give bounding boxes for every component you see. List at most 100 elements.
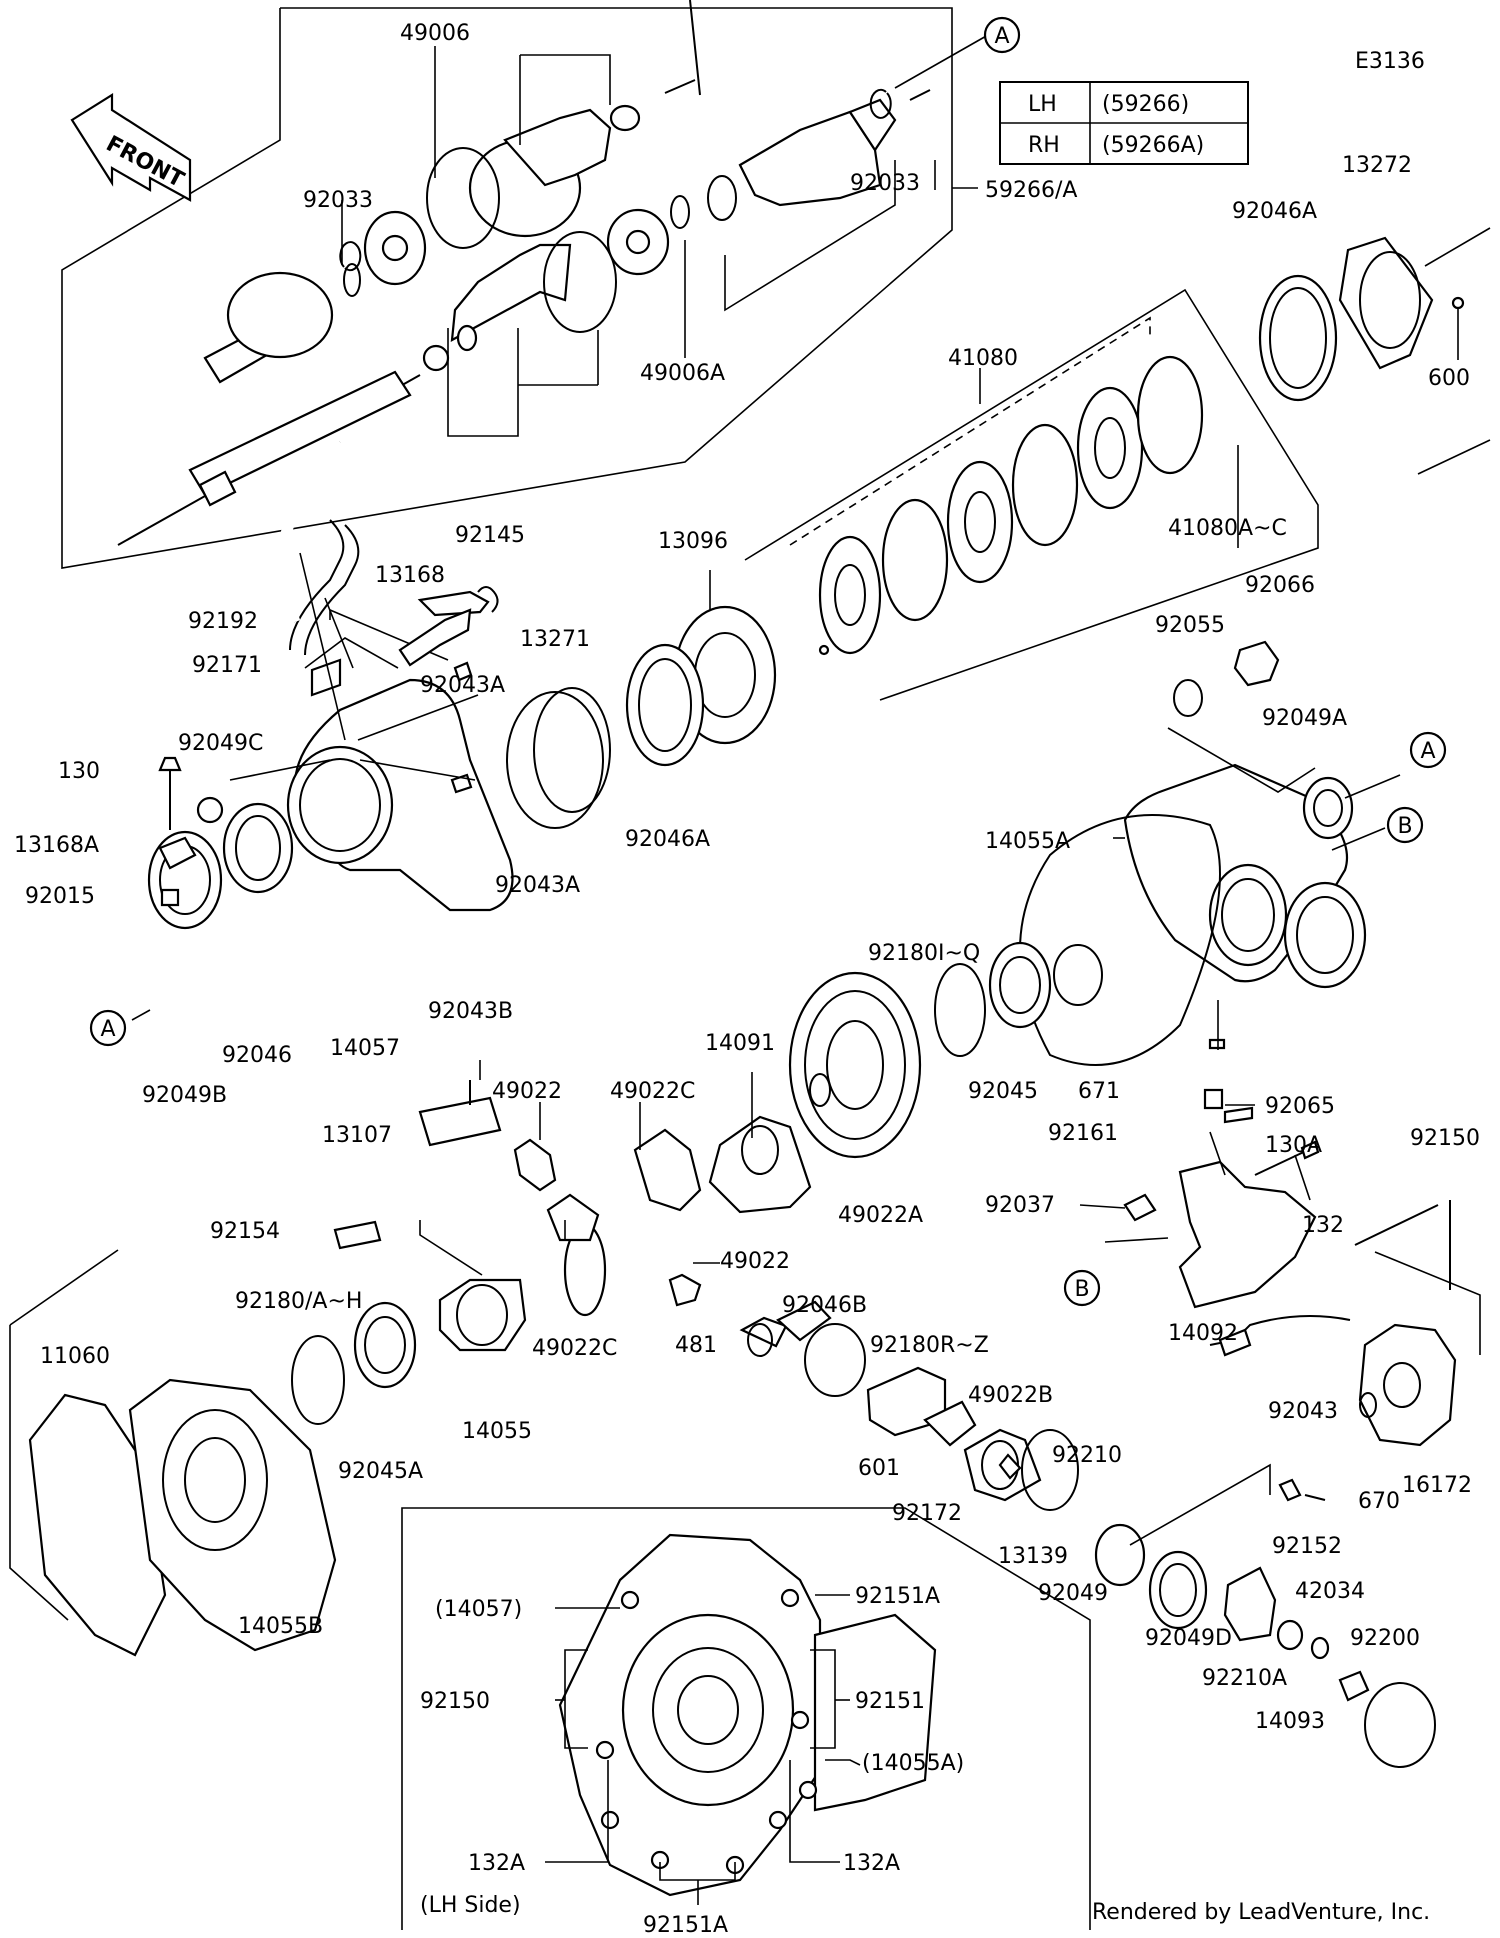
part-label: 49022 <box>492 1079 562 1104</box>
part-label: 92172 <box>892 1501 962 1526</box>
part-label: 59266/A <box>985 178 1077 203</box>
part-label: 481 <box>675 1333 717 1358</box>
variant-table-lh-side: LH <box>1028 92 1057 117</box>
part-label: 92043B <box>428 999 513 1024</box>
callout-a-right: A <box>1420 739 1435 764</box>
lh-side-view-frame <box>401 1507 1091 1930</box>
part-label: 92065 <box>1265 1094 1335 1119</box>
part-label: 92037 <box>985 1193 1055 1218</box>
part-label: 13139 <box>998 1544 1068 1569</box>
part-label: 92161 <box>1048 1121 1118 1146</box>
part-label: 92192 <box>188 609 258 634</box>
part-label: 92171 <box>192 653 262 678</box>
axle-leaders <box>341 34 989 437</box>
axle-group-frame <box>61 7 978 569</box>
callout-b-bracket: B <box>1074 1277 1089 1302</box>
part-label: 92151A <box>855 1584 940 1609</box>
variant-table-rh-side: RH <box>1028 133 1060 158</box>
part-label: 92210A <box>1202 1666 1287 1691</box>
actuator-16172 <box>1209 1200 1481 1447</box>
part-label: 601 <box>858 1456 900 1481</box>
part-label: 13168 <box>375 563 445 588</box>
part-label: 92045 <box>968 1079 1038 1104</box>
right-housing-group <box>1019 640 1401 1110</box>
part-label: 92145 <box>455 523 525 548</box>
part-label: 13168A <box>14 833 99 858</box>
part-label: 92049A <box>1262 706 1347 731</box>
part-label: 130A <box>1265 1133 1322 1158</box>
part-label: 49022B <box>968 1383 1053 1408</box>
part-label: 92049 <box>1038 1581 1108 1606</box>
part-label: 92046A <box>1232 199 1317 224</box>
part-label: 130 <box>58 759 100 784</box>
rendered-by-credit: Rendered by LeadVenture, Inc. <box>1092 1900 1431 1925</box>
part-label: 42034 <box>1295 1579 1365 1604</box>
part-label: 41080 <box>948 346 1018 371</box>
part-label: 92180I~Q <box>868 941 980 966</box>
part-label: 13271 <box>520 627 590 652</box>
pinion-group <box>739 1300 1436 1768</box>
part-label: 92033 <box>303 188 373 213</box>
part-label: 14055A <box>985 829 1070 854</box>
part-label: 49022C <box>610 1079 695 1104</box>
side-caption: (LH Side) <box>420 1893 521 1918</box>
part-label: 92049B <box>142 1083 227 1108</box>
part-label: 13107 <box>322 1123 392 1148</box>
part-label: 16172 <box>1402 1473 1472 1498</box>
bracket-14092 <box>1079 1106 1320 1309</box>
part-label: 92180R~Z <box>870 1333 989 1358</box>
part-label: 14055B <box>238 1614 323 1639</box>
part-label: (14055A) <box>862 1751 964 1776</box>
part-label: 132 <box>1302 1213 1344 1238</box>
part-label: 92180/A~H <box>235 1289 362 1314</box>
part-label: 92151 <box>855 1689 925 1714</box>
part-label: 92210 <box>1052 1443 1122 1468</box>
part-label: 92150 <box>1410 1126 1480 1151</box>
breather-hose <box>277 438 499 669</box>
axle-parts <box>117 0 931 546</box>
part-label: 14057 <box>330 1036 400 1061</box>
part-label: 600 <box>1428 366 1470 391</box>
callout-a-left: A <box>100 1017 115 1042</box>
part-label: 92046B <box>782 1293 867 1318</box>
part-label: 14091 <box>705 1031 775 1056</box>
part-label: 41080A~C <box>1168 516 1287 541</box>
part-label: 671 <box>1078 1079 1120 1104</box>
part-label: 49022A <box>838 1203 923 1228</box>
callout-a-top: A <box>994 24 1009 49</box>
variant-table-lh-part: (59266) <box>1102 92 1189 117</box>
clutch-hub <box>533 570 777 813</box>
part-label: 92049C <box>178 731 263 756</box>
upper-right-parts <box>1258 227 1491 475</box>
variant-table-rh-part: (59266A) <box>1102 133 1204 158</box>
part-label: 14093 <box>1255 1709 1325 1734</box>
clutch-plates-group <box>744 288 1319 701</box>
part-label: 92150 <box>420 1689 490 1714</box>
lower-left-housing <box>9 1249 337 1657</box>
part-label: 92154 <box>210 1219 280 1244</box>
differential-group <box>291 941 1103 1425</box>
part-labels: 49006 92033 92033 59266/A 49006A 13272 9… <box>14 21 1480 1938</box>
front-arrow-icon: FRONT <box>70 93 192 202</box>
part-label: 92152 <box>1272 1534 1342 1559</box>
part-label: 92043A <box>420 673 505 698</box>
part-label: 92043A <box>495 873 580 898</box>
part-label: 92045A <box>338 1459 423 1484</box>
part-label: 92200 <box>1350 1626 1420 1651</box>
diagram-code: E3136 <box>1355 49 1425 74</box>
part-label: 92066 <box>1245 573 1315 598</box>
part-label: 92055 <box>1155 613 1225 638</box>
part-label: 92046 <box>222 1043 292 1068</box>
part-label: 670 <box>1358 1489 1400 1514</box>
part-label: 49022C <box>532 1336 617 1361</box>
part-label: 92049D <box>1145 1626 1232 1651</box>
part-label: 49006 <box>400 21 470 46</box>
part-label: 92033 <box>850 171 920 196</box>
part-label: 92015 <box>25 884 95 909</box>
lh-side-view-housing <box>558 1533 937 1897</box>
part-label: 132A <box>843 1851 900 1876</box>
callout-b-right: B <box>1397 814 1412 839</box>
lh-side-view-leaders <box>545 1594 861 1905</box>
part-label: 92043 <box>1268 1399 1338 1424</box>
